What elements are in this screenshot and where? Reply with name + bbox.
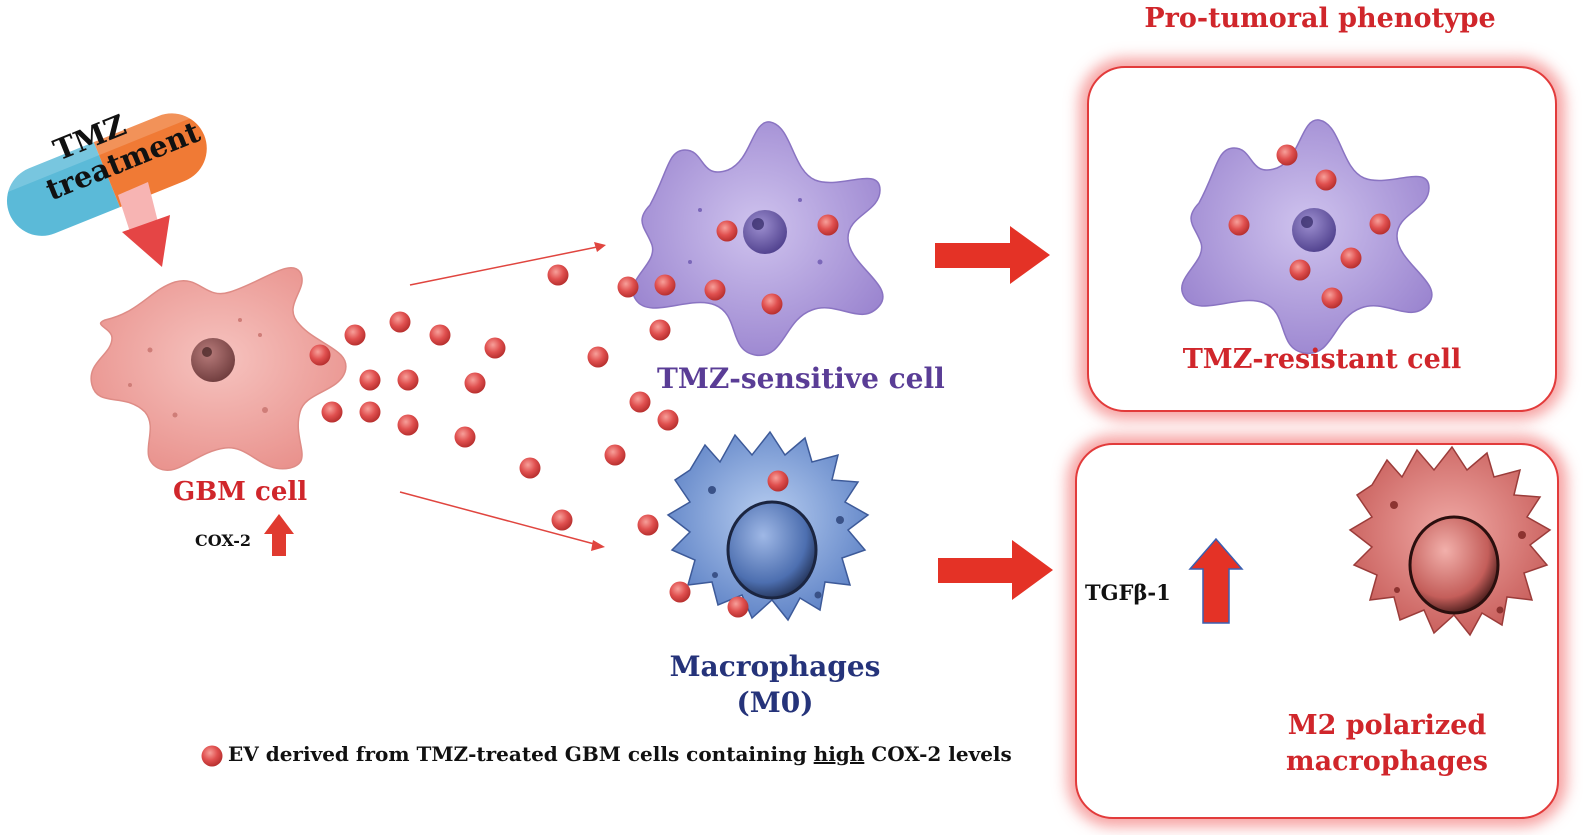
- macrophage-label-line2: (M0): [736, 686, 814, 719]
- macrophage-m0-icon: [666, 430, 870, 622]
- ev-particle: [617, 276, 639, 298]
- gbm-cell-label: GBM cell: [173, 477, 308, 507]
- ev-particle: [767, 470, 789, 492]
- pill-down-arrow-icon: [118, 182, 170, 267]
- cox2-label: COX-2: [195, 531, 252, 550]
- ev-particle: [649, 319, 671, 341]
- ev-particle: [359, 369, 381, 391]
- tmz-pill-icon: [0, 104, 207, 236]
- m2-label-line1: M2 polarized: [1287, 710, 1487, 741]
- legend-text-emph: high: [813, 742, 865, 766]
- ev-particle: [1369, 213, 1391, 235]
- tmz-resistant-label: TMZ-resistant cell: [1182, 344, 1462, 375]
- tmz-sensitive-cell-icon: [632, 121, 884, 356]
- ev-particle: [397, 369, 419, 391]
- ev-particle: [657, 409, 679, 431]
- ev-particle: [704, 279, 726, 301]
- ev-particle: [629, 391, 651, 413]
- ev-particle: [454, 426, 476, 448]
- ev-particle: [429, 324, 451, 346]
- ev-particle: [669, 581, 691, 603]
- big-arrow-top-icon: [935, 226, 1050, 284]
- tmz-resistant-panel: TMZ-resistant cell: [1087, 66, 1557, 412]
- ev-particle: [727, 596, 749, 618]
- ev-particle: [604, 444, 626, 466]
- legend-text-after: COX-2 levels: [864, 742, 1012, 766]
- ev-particle: [761, 293, 783, 315]
- ev-particle: [547, 264, 569, 286]
- tgf-beta-label: TGFβ-1: [1085, 580, 1171, 605]
- ev-particle: [587, 346, 609, 368]
- tmz-sensitive-label: TMZ-sensitive cell: [657, 362, 945, 395]
- ev-particle: [637, 514, 659, 536]
- ev-particle: [817, 214, 839, 236]
- gbm-cell-icon: [90, 266, 347, 471]
- up-arrow-icon: [264, 514, 294, 556]
- ev-particle: [344, 324, 366, 346]
- ev-particle: [519, 457, 541, 479]
- ev-particle: [1228, 214, 1250, 236]
- tmz-resistant-cell-icon: [1181, 119, 1433, 354]
- m2-panel: TGFβ-1 M2 polarized macrophages: [1075, 443, 1559, 819]
- m2-label-line2: macrophages: [1286, 746, 1488, 777]
- ev-particle: [1315, 169, 1337, 191]
- ev-particle: [464, 372, 486, 394]
- ev-particle: [1340, 247, 1362, 269]
- ev-particle: [321, 401, 343, 423]
- flow-arrow-to-macrophage: [399, 491, 605, 551]
- tgf-up-arrow-icon: [1188, 537, 1244, 624]
- ev-particle: [389, 311, 411, 333]
- ev-particle: [1289, 259, 1311, 281]
- macrophage-label-line1: Macrophages: [669, 650, 881, 683]
- ev-particle: [484, 337, 506, 359]
- ev-legend-icon: [201, 745, 223, 767]
- big-arrow-bottom-icon: [938, 540, 1053, 600]
- ev-particle: [397, 414, 419, 436]
- ev-particles: [309, 214, 839, 618]
- ev-particle: [1321, 287, 1343, 309]
- ev-particle: [1276, 144, 1298, 166]
- m2-macrophage-icon: [1348, 445, 1552, 637]
- ev-particle: [359, 401, 381, 423]
- ev-particle: [716, 220, 738, 242]
- ev-particle: [654, 274, 676, 296]
- ev-particle: [309, 344, 331, 366]
- pro-tumoral-title: Pro-tumoral phenotype: [1144, 3, 1496, 34]
- ev-particles-resistant: [1228, 144, 1391, 309]
- flow-arrow-to-sensitive: [409, 242, 606, 286]
- legend-text-before: EV derived from TMZ-treated GBM cells co…: [228, 742, 814, 766]
- ev-particle: [551, 509, 573, 531]
- legend-text: EV derived from TMZ-treated GBM cells co…: [228, 742, 1012, 766]
